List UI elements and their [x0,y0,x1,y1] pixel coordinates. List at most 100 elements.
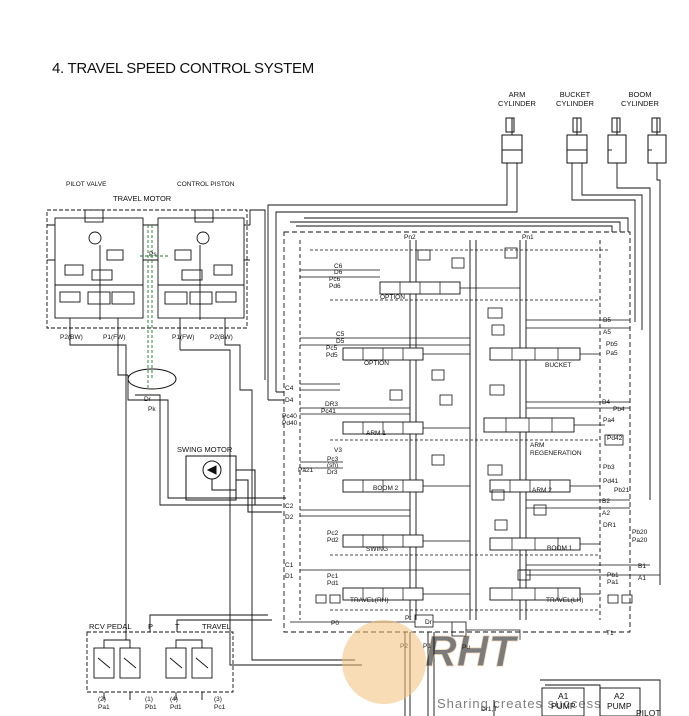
port-dr1-t: Dr1,T [481,706,497,713]
arm-cylinder-label-1: ARM [509,90,526,99]
port-b1: B1 [638,563,646,570]
port-pd40: Pd40 [282,420,298,427]
port-p1: P1 [423,643,431,650]
pump-a2-label: PUMP [607,701,632,711]
valve-travel-rh-label: TRAVEL(RH) [350,597,389,604]
rcv-num-4: (4) [170,696,178,703]
rcv-num-1: (1) [145,696,153,703]
port-pn1: Pn1 [522,234,534,241]
valve-boom1-label: BOOM 1 [547,545,573,552]
port-c5: C5 [336,331,345,338]
port-pc1: Pc1 [327,573,339,580]
boom-cylinder-left [607,117,627,164]
pilot-valve-label: PILOT VALVE [66,181,107,188]
spool-dividers [362,282,559,600]
watermark: RHT Sharing creates success [342,620,602,711]
swing-motor-label: SWING MOTOR [177,445,233,454]
port-pc40: Pc40 [282,413,297,420]
valve-boom2-label: BOOM 2 [373,485,399,492]
port-d1: D1 [285,573,294,580]
rcv-pedal [86,614,272,700]
port-p1fw-left: P1(FW) [103,334,125,341]
port-pc6: Pc6 [329,276,341,283]
port-pu: Pu [462,644,470,651]
port-pd1: Pd1 [327,580,339,587]
port-a5: A5 [603,329,611,336]
pilot-pump-label: PILOT [636,708,661,716]
port-pb1: Pb1 [607,572,619,579]
rcv-port-pb1: Pb1 [145,704,157,711]
pump-a1-box [541,687,585,716]
rcv-pedal-label: RCV PEDAL [89,622,132,631]
port-d4: D4 [285,397,294,404]
left-port-labels: C6 D6 Pc6 Pd6 C5 D5 Pc5 Pd5 C4 D4 DR3 Pc… [282,263,345,627]
watermark-tagline: Sharing creates success [437,696,602,711]
boom-cylinder-label-1: BOOM [629,90,652,99]
page-title: 4. TRAVEL SPEED CONTROL SYSTEM [52,60,314,77]
port-pb4: Pb4 [613,406,625,413]
valve-option-top-label: OPTION [380,294,405,301]
pump-a1-label: PUMP [551,701,576,711]
watermark-logo-text: RHT [425,627,519,676]
port-pn2: Pn2 [404,234,416,241]
rcv-port-pd1: Pd1 [170,704,182,711]
travel-motor-lines [69,209,362,666]
rcv-pedal-p-label: P [148,622,153,631]
boom-cylinder-right [647,117,667,164]
port-c4: C4 [285,385,294,392]
port-c2: C2 [285,503,294,510]
rcv-num-2: (2) [98,696,106,703]
bucket-cylinder-label-2: CYLINDER [556,99,595,108]
valve-swing-label: SWING [366,546,388,553]
port-pt: Pt [405,615,411,622]
rcv-num-3: (3) [214,696,222,703]
right-port-labels: B5 A5 Pb5 Pa5 B4 Pb4 Pa4 Pd42 Pb3 Pd41 B… [602,317,648,637]
rcv-port-pc1: Pc1 [214,704,226,711]
port-d6: D6 [334,269,343,276]
port-b5: B5 [603,317,611,324]
port-c1: C1 [285,562,294,569]
port-pa5: Pa5 [606,350,618,357]
port-pb21: Pb21 [614,487,630,494]
rcv-port-pa1: Pa1 [98,704,110,711]
rcv-pedal-t-label: T [175,622,180,631]
port-sh: (sh) [327,462,338,469]
port-pc41: Pc41 [321,408,336,415]
boom-cylinder-label-2: CYLINDER [621,99,660,108]
cylinder-lines [267,149,661,585]
travel-motor-assembly [46,209,250,376]
arm-cylinder [501,117,523,164]
port-v3: V3 [334,447,342,454]
pilot-lines [310,249,610,611]
port-a1: A1 [638,575,646,582]
port-a2: A2 [602,510,610,517]
travel-motor-green-pilot [140,225,170,390]
port-p2bw-right: P2(BW) [210,334,233,341]
port-p0: P0 [331,620,339,627]
bucket-cylinder-label-1: BUCKET [560,90,591,99]
main-control-valve-outline [268,217,631,633]
valve-travel-lh-label: TRAVEL(LH) [546,597,583,604]
valve-arm-regen-label-2: REGENERATION [530,450,582,457]
valve-arm1-label: ARM 1 [366,430,386,437]
port-pc5: Pc5 [326,345,338,352]
watermark-logo-icon [342,620,426,704]
port-pa1: Pa1 [607,579,619,586]
dr-port-label: Dr [144,396,152,403]
port-pa20: Pa20 [632,537,648,544]
port-pc3: Pc3 [327,456,339,463]
pk-port-label: Pk [148,406,156,413]
pump-a1-name: A1 [558,691,569,701]
port-pd6: Pd6 [329,283,341,290]
port-p2bw-left: P2(BW) [60,334,83,341]
pump-a2-box [599,687,641,716]
port-pa4: Pa4 [603,417,615,424]
port-pd2: Pd2 [327,537,339,544]
port-b4: B4 [602,399,610,406]
bucket-cylinder [566,117,588,164]
port-pa21: Pa21 [298,467,314,474]
port-pd5: Pd5 [326,352,338,359]
check-valves [315,247,633,637]
internal-lines [290,269,660,640]
swing-motor [185,455,282,513]
